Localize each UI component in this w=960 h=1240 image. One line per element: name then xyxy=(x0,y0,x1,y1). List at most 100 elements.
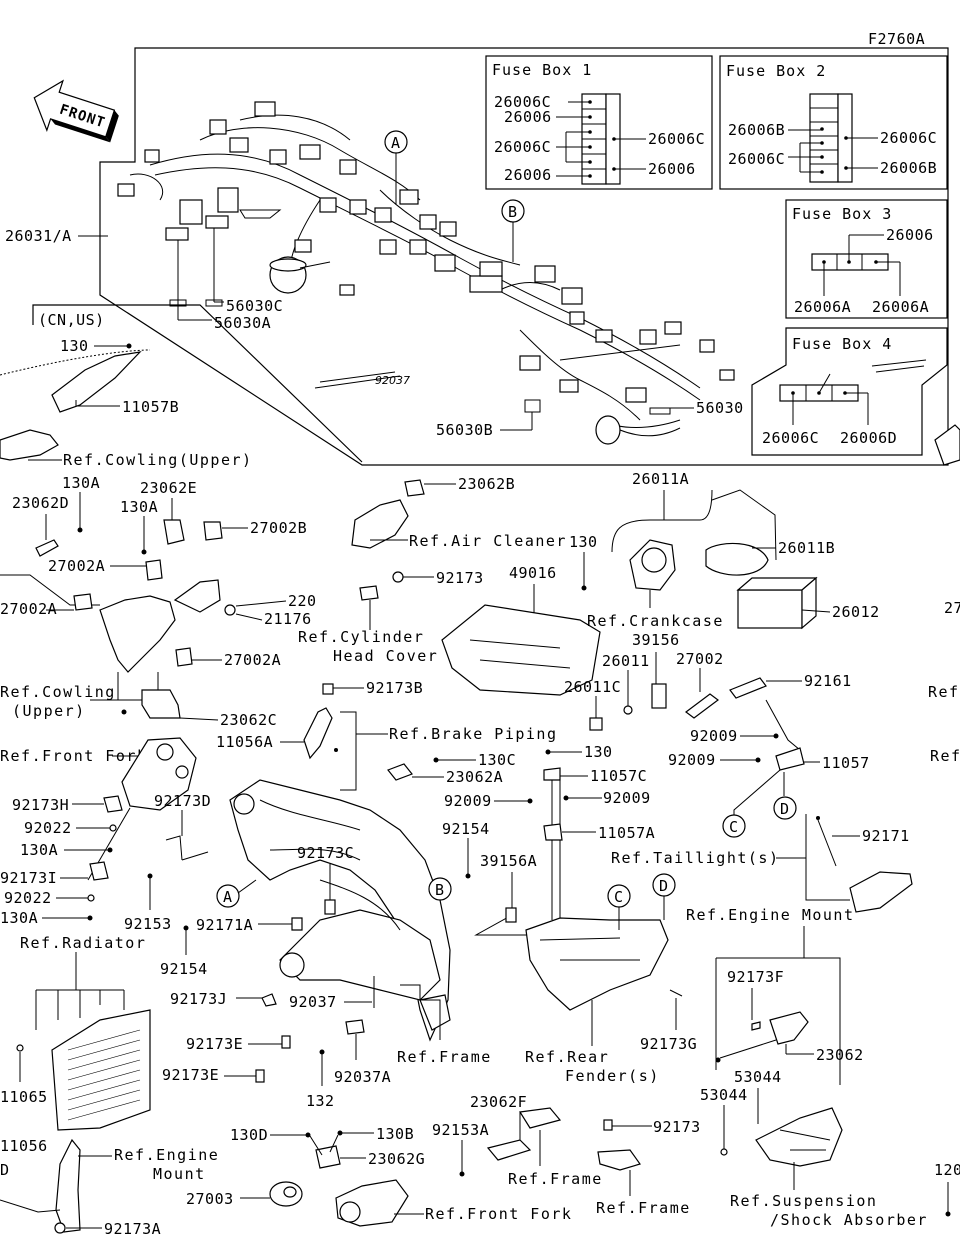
edge-ref-1: Ref xyxy=(928,683,960,701)
part-92009-1: 92009 xyxy=(444,792,492,810)
ref-cylinder-b: Head Cover xyxy=(333,647,438,665)
part-92022-1: 92022 xyxy=(24,819,72,837)
part-26011a: 26011A xyxy=(632,470,689,488)
part-11057a: 11057A xyxy=(598,824,655,842)
part-92153a: 92153A xyxy=(432,1121,489,1139)
fb2-label-3: 26006B xyxy=(880,159,937,177)
part-130c: 130C xyxy=(478,751,516,769)
callout-a-frame-label: A xyxy=(223,888,233,906)
fb2-label-2: 26006C xyxy=(880,129,937,147)
edge-120-label: 120 xyxy=(934,1161,960,1179)
part-27002a-2: 27002A xyxy=(0,600,57,618)
part-26011: 26011 xyxy=(602,652,650,670)
callout-c-fender-label: C xyxy=(614,888,624,906)
fuse-box-1: Fuse Box 1 26006C 26006 26006C 26006 260… xyxy=(485,55,713,190)
part-27002a-3: 27002A xyxy=(224,651,281,669)
edge-d-label: D xyxy=(0,1161,10,1179)
edge-ref-2: Ref xyxy=(930,747,960,765)
main-harness-icon: 92037 xyxy=(117,101,735,445)
part-11056: 11056 xyxy=(0,1137,48,1155)
ref-cowling-2a: Ref.Cowling xyxy=(0,683,116,701)
part-130a-2: 130A xyxy=(120,498,158,516)
part-92171: 92171 xyxy=(862,827,910,845)
part-39156: 39156 xyxy=(632,631,680,649)
part-49016: 49016 xyxy=(509,564,557,582)
ref-engine-mount-1: Ref.Engine Mount xyxy=(686,906,855,924)
edge-27-label: 27 xyxy=(944,599,960,617)
part-92173-1: 92173 xyxy=(436,569,484,587)
part-21176: 21176 xyxy=(264,610,312,628)
part-130b: 130B xyxy=(376,1125,414,1143)
fb3-label-2: 26006A xyxy=(872,298,929,316)
part-26011b: 26011B xyxy=(778,539,835,557)
part-92173a: 92173A xyxy=(104,1220,161,1238)
fb1-label-5: 26006 xyxy=(648,160,696,178)
part-92173e-1: 92173E xyxy=(186,1035,243,1053)
fb3-label-1: 26006A xyxy=(794,298,851,316)
callout-d-bracket-label: D xyxy=(780,800,790,818)
part-92173h: 92173H xyxy=(12,796,69,814)
fb2-label-1: 26006C xyxy=(728,150,785,168)
part-56030c: 56030C xyxy=(226,297,283,315)
part-27003: 27003 xyxy=(186,1190,234,1208)
part-53044-2: 53044 xyxy=(700,1086,748,1104)
fb4-label-1: 26006D xyxy=(840,429,897,447)
fb1-label-3: 26006 xyxy=(504,166,552,184)
part-11056a: 11056A xyxy=(216,733,273,751)
part-92173-2: 92173 xyxy=(653,1118,701,1136)
fuse-box-2: Fuse Box 2 26006B 26006C 26006C 26006B xyxy=(719,55,948,190)
fb3-label-0: 26006 xyxy=(886,226,934,244)
callout-d-bracket xyxy=(773,796,797,820)
part-26012: 26012 xyxy=(832,603,880,621)
ref-frame-3: Ref.Frame xyxy=(596,1199,691,1217)
harness-tag-label: 92037 xyxy=(375,374,410,387)
callout-b-harness-label: B xyxy=(508,203,518,221)
callout-b-frame xyxy=(428,877,452,901)
part-92153: 92153 xyxy=(124,915,172,933)
callout-b-frame-label: B xyxy=(435,881,445,899)
part-39156a: 39156A xyxy=(480,852,537,870)
fb1-label-1: 26006 xyxy=(504,108,552,126)
part-92009-3: 92009 xyxy=(690,727,738,745)
part-92173j: 92173J xyxy=(170,990,227,1008)
ref-cylinder-a: Ref.Cylinder xyxy=(298,628,424,646)
part-220: 220 xyxy=(288,592,317,610)
part-92173g: 92173G xyxy=(640,1035,697,1053)
fuse-box-3: Fuse Box 3 26006 26006A 26006A xyxy=(785,199,948,319)
ref-front-fork-2: Ref.Front Fork xyxy=(425,1205,572,1223)
ref-suspension-a: Ref.Suspension xyxy=(730,1192,877,1210)
part-92173c: 92173C xyxy=(297,844,354,862)
part-23062a: 23062A xyxy=(446,768,503,786)
ref-suspension-b: /Shock Absorber xyxy=(770,1211,928,1229)
callout-c-bracket-label: C xyxy=(729,818,739,836)
part-23062g: 23062G xyxy=(368,1150,425,1168)
callout-c-bracket xyxy=(722,814,746,838)
fb1-label-4: 26006C xyxy=(648,130,705,148)
callout-d-fender-label: D xyxy=(659,877,669,895)
part-23062c: 23062C xyxy=(220,711,277,729)
ref-brake-piping: Ref.Brake Piping xyxy=(389,725,558,743)
part-56030: 56030 xyxy=(696,399,744,417)
part-56030b: 56030B xyxy=(436,421,493,439)
ref-rear-fender-b: Fender(s) xyxy=(565,1067,660,1085)
ref-radiator: Ref.Radiator xyxy=(20,934,146,952)
fb2-label-0: 26006B xyxy=(728,121,785,139)
part-23062f: 23062F xyxy=(470,1093,527,1111)
part-23062b: 23062B xyxy=(458,475,515,493)
ref-engine-mount-2a: Ref.Engine xyxy=(114,1146,219,1164)
ref-cowling-2b: (Upper) xyxy=(12,702,86,720)
part-11057c: 11057C xyxy=(590,767,647,785)
fb4-label-0: 26006C xyxy=(762,429,819,447)
fuse-box-4: Fuse Box 4 26006C 26006D xyxy=(751,327,948,456)
part-26011c: 26011C xyxy=(564,678,621,696)
ref-cowling-upper-1: Ref.Cowling(Upper) xyxy=(63,451,253,469)
motorcycle-frame-icon xyxy=(229,779,451,1042)
harness-frame xyxy=(99,47,949,466)
part-53044-1: 53044 xyxy=(734,1068,782,1086)
part-92022-2: 92022 xyxy=(4,889,52,907)
part-92037: 92037 xyxy=(289,993,337,1011)
part-130a-1: 130A xyxy=(62,474,100,492)
part-92009-2: 92009 xyxy=(603,789,651,807)
fuse-box-4-title: Fuse Box 4 xyxy=(792,335,892,353)
